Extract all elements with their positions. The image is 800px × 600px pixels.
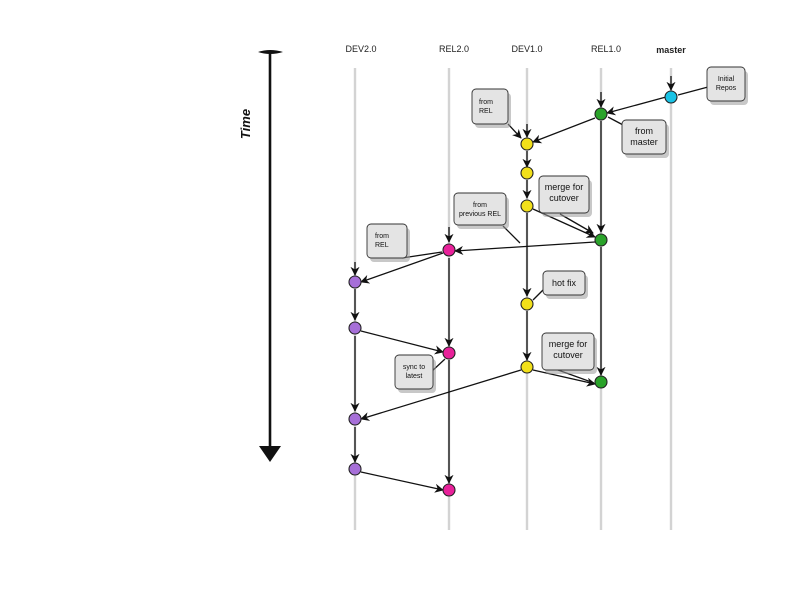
edge-dev20-to-rel20-1 <box>360 330 444 355</box>
note-line: merge for <box>545 182 584 192</box>
commit-node-dev20-3 <box>348 412 362 426</box>
commit-node-dev10-4 <box>520 297 534 311</box>
time-label: Time <box>238 109 253 139</box>
note-pointer-hot-fix <box>532 289 544 301</box>
note-text-sync-latest: sync to latest <box>403 364 425 380</box>
edge-dev20-to-rel20-2 <box>360 471 444 493</box>
note-text-hot-fix: hot fix <box>552 278 577 288</box>
edge-rel10-to-rel20 <box>454 241 596 256</box>
branch-label-rel10: REL1.0 <box>591 44 621 54</box>
note-pointer-merge-1 <box>559 213 594 234</box>
commit-node-dev20-1 <box>348 275 362 289</box>
note-line: master <box>630 137 658 147</box>
commit-node-rel20-2 <box>442 346 456 360</box>
time-axis-cap <box>258 50 283 54</box>
commit-node-master-initial <box>664 90 678 104</box>
note-line: previous REL <box>459 211 501 218</box>
commit-node-dev20-4 <box>348 462 362 476</box>
note-pointer-initial <box>677 86 709 96</box>
edge-rel20-to-dev20 <box>360 252 444 284</box>
commit-edges <box>350 76 709 493</box>
commit-node-rel20-3 <box>442 483 456 497</box>
note-from-previous-rel: from previous REL <box>453 192 509 229</box>
branch-label-master: master <box>656 45 686 55</box>
time-axis: Time <box>238 50 283 462</box>
note-line: from <box>479 99 493 106</box>
branch-label-dev10: DEV1.0 <box>511 44 542 54</box>
note-line: merge for <box>549 339 588 349</box>
commit-nodes <box>348 90 678 497</box>
time-arrow-icon <box>259 446 281 462</box>
edge-rel10-to-dev10 <box>532 117 596 144</box>
commit-node-dev20-2 <box>348 321 362 335</box>
note-line: REL <box>375 242 389 249</box>
branch-label-rel20: REL2.0 <box>439 44 469 54</box>
commit-node-dev10-1 <box>520 137 534 151</box>
note-text-from-previous-rel: from previous REL <box>459 202 501 218</box>
note-line: Repos <box>716 85 737 92</box>
edge-master-to-rel10 <box>606 96 667 116</box>
commit-node-dev10-2 <box>520 166 534 180</box>
edge-dev10-to-dev20 <box>360 369 522 421</box>
note-line: from <box>473 202 487 209</box>
commit-node-dev10-3 <box>520 199 534 213</box>
note-line: REL <box>479 108 493 115</box>
note-line: Initial <box>718 76 735 83</box>
edge-dev10-merge-2 <box>532 369 596 387</box>
note-line: from <box>635 126 653 136</box>
branch-label-dev20: DEV2.0 <box>345 44 376 54</box>
commit-node-rel10-1 <box>594 107 608 121</box>
note-line: from <box>375 233 389 240</box>
note-line: sync to <box>403 364 425 371</box>
note-sync-latest: sync to latest <box>394 354 436 393</box>
branch-labels: DEV2.0 REL2.0 DEV1.0 REL1.0 master <box>345 44 686 55</box>
commit-node-dev10-5 <box>520 360 534 374</box>
note-line: latest <box>406 373 423 380</box>
note-line: cutover <box>549 193 579 203</box>
note-line: hot fix <box>552 278 577 288</box>
note-line: cutover <box>553 350 583 360</box>
commit-node-rel10-3 <box>594 375 608 389</box>
note-hot-fix: hot fix <box>542 270 588 299</box>
commit-node-rel10-2 <box>594 233 608 247</box>
commit-node-rel20-1 <box>442 243 456 257</box>
